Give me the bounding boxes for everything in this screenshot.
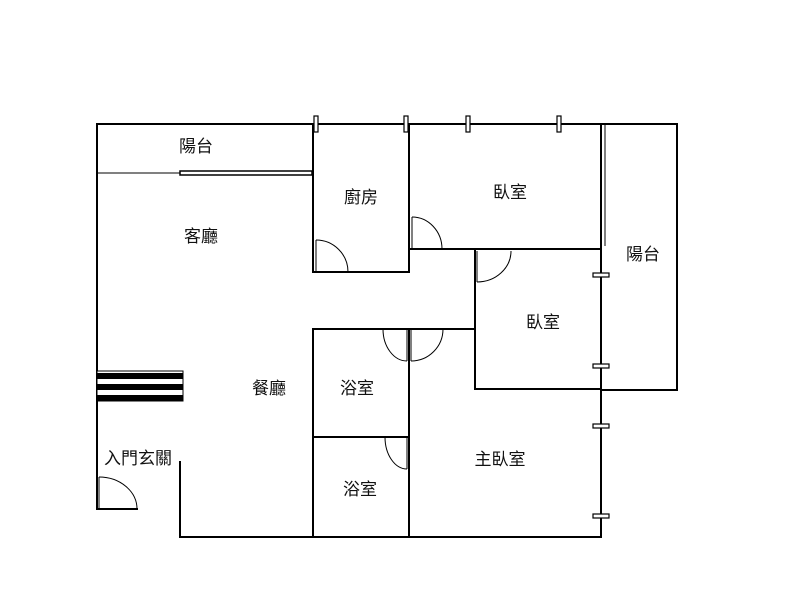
label-bathroom-2: 浴室 xyxy=(343,480,377,500)
label-bedroom-top: 臥室 xyxy=(493,183,527,203)
outer-walls xyxy=(96,123,603,538)
label-balcony-right: 陽台 xyxy=(626,245,660,265)
label-master-bedroom: 主臥室 xyxy=(475,450,526,470)
door-bathroom-2 xyxy=(384,436,408,470)
door-bedroom-top xyxy=(411,216,443,250)
door-bedroom-middle xyxy=(476,250,512,283)
balcony-right-outline xyxy=(600,123,678,391)
top-wall-window-marks xyxy=(313,115,562,133)
door-master-bedroom xyxy=(410,328,444,362)
kitchen-walls xyxy=(312,123,410,273)
label-entrance: 入門玄關 xyxy=(104,449,172,469)
label-kitchen: 廚房 xyxy=(344,187,378,208)
door-kitchen xyxy=(315,239,349,273)
label-bathroom-1: 浴室 xyxy=(340,379,374,399)
right-wall-window-marks xyxy=(592,272,610,519)
door-bathroom-1 xyxy=(382,328,408,362)
label-dining-room: 餐廳 xyxy=(252,379,286,399)
door-entrance xyxy=(98,476,138,510)
bedroom-middle-walls xyxy=(408,248,602,390)
label-bedroom-middle: 臥室 xyxy=(526,313,560,333)
balcony-top-railing xyxy=(97,170,313,176)
entry-cabinet xyxy=(96,370,184,402)
bathroom-walls xyxy=(312,328,410,538)
label-balcony-top: 陽台 xyxy=(179,137,213,157)
label-living-room: 客廳 xyxy=(184,227,218,247)
